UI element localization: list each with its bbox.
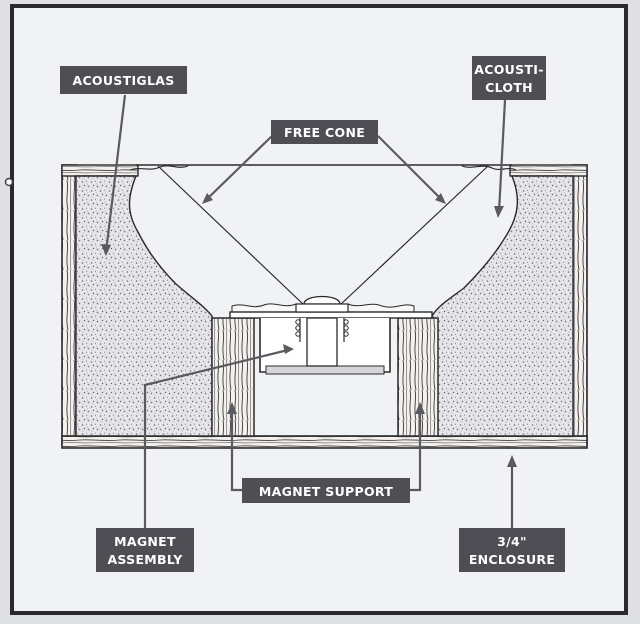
arrowhead-magnet-assembly bbox=[283, 344, 294, 354]
leader-magnet-assembly bbox=[143, 348, 289, 528]
label-free-cone-text: FREE CONE bbox=[284, 125, 365, 140]
label-acousticloth-box bbox=[472, 56, 546, 100]
label-enclosure-line1: 3/4" bbox=[497, 534, 527, 549]
leader-free-cone-right bbox=[377, 135, 443, 201]
label-free-cone-box bbox=[271, 120, 378, 144]
label-magnet-support-box bbox=[242, 478, 410, 503]
driver-assembly bbox=[229, 295, 433, 375]
magnet-base bbox=[265, 365, 385, 375]
leader-acoustiglas bbox=[104, 94, 127, 253]
leader-lines bbox=[101, 94, 517, 528]
cone-left-side bbox=[157, 165, 305, 306]
cloth-edge-left bbox=[129, 165, 189, 171]
label-magnet-assembly: MAGNET ASSEMBLY bbox=[96, 528, 194, 572]
label-acousticloth-line1: ACOUSTI- bbox=[474, 62, 543, 77]
baffle-right-strip bbox=[509, 164, 588, 177]
arrowhead-enclosure bbox=[507, 455, 517, 467]
label-acoustiglas-box bbox=[60, 66, 187, 94]
label-enclosure: 3/4" ENCLOSURE bbox=[459, 528, 565, 572]
leader-acousticloth bbox=[497, 99, 507, 213]
surround-right bbox=[347, 303, 415, 313]
voice-coil-former bbox=[295, 303, 349, 313]
enclosure-cabinet bbox=[61, 164, 588, 449]
label-magnet-assembly-line1: MAGNET bbox=[114, 534, 176, 549]
label-magnet-assembly-box bbox=[96, 528, 194, 572]
label-free-cone: FREE CONE bbox=[271, 120, 378, 144]
surround-left bbox=[231, 303, 297, 313]
acoustiglas-fill-right bbox=[431, 175, 574, 437]
label-enclosure-line2: ENCLOSURE bbox=[469, 552, 555, 567]
arrowhead-acousticloth bbox=[494, 206, 504, 218]
label-magnet-support-text: MAGNET SUPPORT bbox=[259, 484, 393, 499]
cone-right-side bbox=[339, 165, 489, 306]
label-acousticloth: ACOUSTI- CLOTH bbox=[472, 56, 546, 100]
acoustiglas-fill-left bbox=[75, 175, 213, 437]
binder-hole bbox=[4, 177, 14, 187]
arrowhead-magnet-support-left bbox=[227, 402, 237, 414]
label-enclosure-box bbox=[459, 528, 565, 572]
arrowhead-acoustiglas bbox=[101, 244, 111, 256]
magnet-support-right bbox=[397, 317, 439, 437]
cloth-edge-right bbox=[461, 165, 517, 171]
leader-free-cone-left bbox=[205, 135, 273, 201]
arrowhead-free-cone-left bbox=[202, 193, 213, 204]
arrowhead-magnet-support-right bbox=[415, 402, 425, 414]
label-magnet-support: MAGNET SUPPORT bbox=[242, 478, 410, 503]
enclosure-left-wall bbox=[61, 164, 77, 446]
enclosure-bottom-panel bbox=[61, 435, 588, 449]
label-magnet-assembly-line2: ASSEMBLY bbox=[107, 552, 183, 567]
label-acoustiglas: ACOUSTIGLAS bbox=[60, 66, 187, 94]
leader-magnet-support-left bbox=[230, 408, 242, 492]
enclosure-right-wall bbox=[572, 164, 588, 446]
pole-piece bbox=[306, 317, 338, 367]
leader-magnet-support-right bbox=[410, 408, 422, 492]
label-acousticloth-line2: CLOTH bbox=[485, 80, 533, 95]
baffle-left-strip bbox=[61, 164, 139, 177]
arrowhead-free-cone-right bbox=[435, 193, 446, 204]
label-acoustiglas-text: ACOUSTIGLAS bbox=[72, 73, 174, 88]
voice-coil-windings bbox=[295, 319, 349, 337]
top-plate bbox=[229, 311, 433, 319]
